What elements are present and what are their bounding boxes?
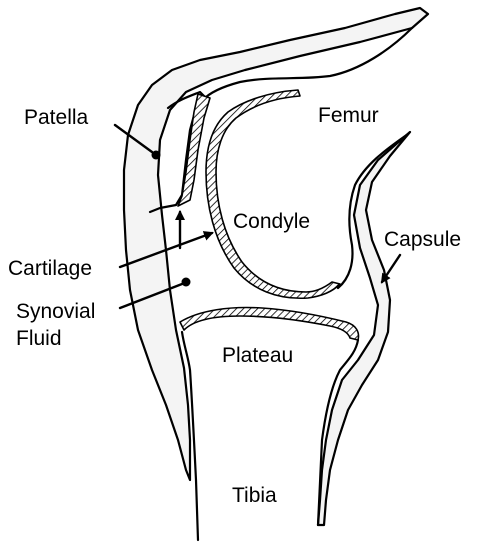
label-patella: Patella <box>24 106 89 129</box>
synovial-dot <box>182 278 191 287</box>
label-condyle: Condyle <box>233 210 310 233</box>
capsule-arrow <box>382 255 400 282</box>
label-tibia: Tibia <box>232 484 277 507</box>
patella-cartilage <box>178 94 210 206</box>
label-plateau: Plateau <box>222 344 293 367</box>
patella-dot <box>152 151 161 160</box>
label-femur: Femur <box>318 104 379 127</box>
label-fluid: Fluid <box>16 327 62 350</box>
posterior-capsule <box>318 132 410 525</box>
plateau-cartilage <box>180 308 359 340</box>
label-capsule: Capsule <box>384 228 461 251</box>
label-cartilage: Cartilage <box>8 257 92 280</box>
label-synovial: Synovial <box>16 300 95 323</box>
